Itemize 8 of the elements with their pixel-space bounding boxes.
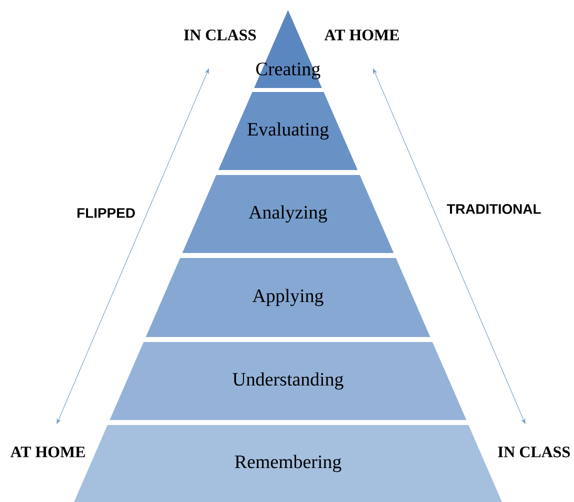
approach-label: TRADITIONAL xyxy=(446,204,541,214)
pyramid-level: Understanding xyxy=(110,342,466,420)
approach-label: FLIPPED xyxy=(78,208,135,218)
side-label: IN CLASS xyxy=(184,30,256,40)
pyramid-level: Evaluating xyxy=(218,92,358,170)
pyramid-level: Applying xyxy=(146,258,430,337)
side-label: AT HOME xyxy=(324,30,399,40)
pyramid-level: Analyzing xyxy=(182,174,394,253)
